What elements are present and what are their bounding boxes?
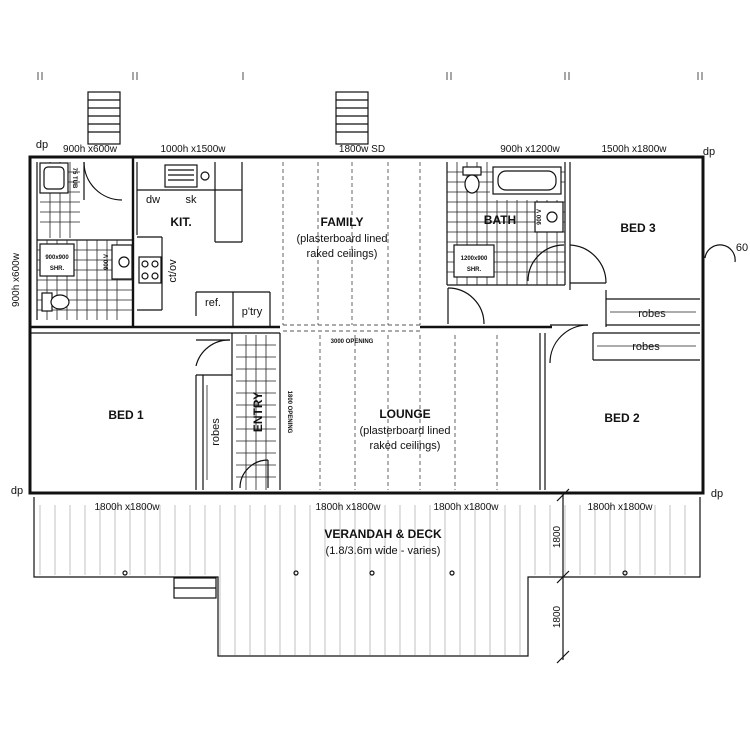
room-label-entry: ENTRY bbox=[251, 392, 265, 432]
window-label-top-bed3: 1500h x1800w bbox=[601, 144, 667, 155]
shower-bath bbox=[453, 244, 495, 278]
dp-marker-top-left: dp bbox=[36, 139, 48, 151]
laundry-tub bbox=[39, 162, 69, 194]
dp-marker-bottom-left: dp bbox=[11, 485, 23, 497]
kitchen-sink bbox=[164, 164, 210, 188]
window-label-bottom-bed2: 1800h x1800w bbox=[587, 502, 653, 513]
deck-dimension-lower: 1800 bbox=[552, 605, 563, 628]
room-label-bed3: BED 3 bbox=[620, 221, 656, 235]
ceiling-lines bbox=[282, 162, 498, 490]
label-cooktop-oven: ct/ov bbox=[167, 259, 179, 283]
window-label-bottom-bed1: 1800h x1800w bbox=[94, 502, 160, 513]
deck-boards bbox=[39, 505, 701, 655]
window-label-top-left: 900h x600w bbox=[63, 144, 118, 155]
bathtub bbox=[492, 166, 562, 195]
exterior-wall bbox=[28, 155, 705, 495]
window-label-sliding-door: 1800w SD bbox=[339, 144, 385, 155]
robe-rails bbox=[206, 311, 696, 480]
vanity-bath bbox=[534, 201, 564, 233]
top-ticks bbox=[37, 72, 703, 80]
room-label-kitchen: KIT. bbox=[170, 215, 191, 229]
label-shr-bath: SHR. bbox=[467, 267, 482, 273]
room-label-family: FAMILY bbox=[321, 215, 364, 229]
label-pantry: p'try bbox=[242, 306, 263, 318]
label-opening-main: 3000 OPENING bbox=[331, 339, 374, 345]
window-label-bottom-lounge-2: 1800h x1800w bbox=[433, 502, 499, 513]
label-fridge: ref. bbox=[205, 297, 221, 309]
dp-marker-top-right: dp bbox=[703, 146, 715, 158]
label-robes-bed3: robes bbox=[638, 308, 666, 320]
window-label-left-side: 900h x600w bbox=[11, 252, 22, 307]
label-shower-size-bath: 1200x900 bbox=[461, 256, 488, 262]
label-shr-laundry: SHR. bbox=[50, 266, 65, 272]
window-label-top-bath: 900h x1200w bbox=[500, 144, 560, 155]
vanity-laundry bbox=[111, 244, 133, 280]
entry-tiles bbox=[236, 335, 276, 490]
label-sink: sk bbox=[186, 194, 198, 206]
lounge-note-line-2: raked ceilings) bbox=[370, 440, 441, 452]
label-vanity-bath: 900 V bbox=[537, 209, 543, 225]
room-label-bath: BATH bbox=[484, 213, 516, 227]
door-swings bbox=[83, 161, 736, 489]
dp-marker-bottom-right: dp bbox=[711, 488, 723, 500]
toilet-bath bbox=[462, 166, 482, 194]
angle-marker: 60 bbox=[736, 242, 748, 254]
deck-outline bbox=[33, 497, 701, 657]
label-robes-bed1: robes bbox=[210, 418, 222, 446]
interior-walls bbox=[30, 157, 700, 490]
shower-laundry bbox=[39, 243, 75, 277]
family-note-line-2: raked ceilings) bbox=[307, 248, 378, 260]
verandah-note: (1.8/3.6m wide - varies) bbox=[326, 545, 441, 557]
family-note-line-1: (plasterboard lined bbox=[296, 233, 387, 245]
window-label-bottom-lounge-1: 1800h x1800w bbox=[315, 502, 381, 513]
roof-vent-right bbox=[335, 91, 369, 145]
label-shower-size-laundry: 900x900 bbox=[45, 255, 69, 261]
label-vanity-laundry: 900 V bbox=[104, 254, 110, 270]
label-dishwasher: dw bbox=[146, 194, 160, 206]
room-label-bed1: BED 1 bbox=[108, 408, 144, 422]
room-label-bed2: BED 2 bbox=[604, 411, 640, 425]
window-label-top-kitchen: 1000h x1500w bbox=[160, 144, 226, 155]
toilet-laundry bbox=[41, 292, 70, 312]
deck-dimension-upper: 1800 bbox=[552, 525, 563, 548]
label-robes-bed2: robes bbox=[632, 341, 660, 353]
label-opening-entry: 1800 OPENING bbox=[286, 391, 292, 434]
lounge-note-line-1: (plasterboard lined bbox=[359, 425, 450, 437]
room-label-verandah: VERANDAH & DECK bbox=[324, 527, 442, 541]
cooktop bbox=[138, 256, 162, 284]
roof-vent-left bbox=[87, 91, 121, 145]
label-tub: 75 TUB bbox=[71, 168, 77, 189]
deck-dimension-line bbox=[556, 488, 570, 664]
room-label-lounge: LOUNGE bbox=[379, 407, 430, 421]
